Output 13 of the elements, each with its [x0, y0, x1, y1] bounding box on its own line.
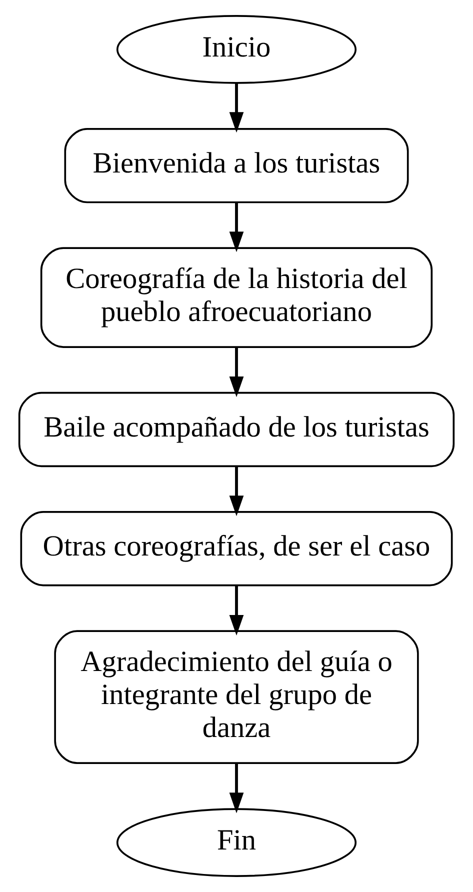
arrow — [229, 763, 244, 814]
arrow — [229, 347, 244, 398]
node-box: Bienvenida a los turistas — [64, 128, 409, 204]
arrow — [229, 466, 244, 516]
node-ellipse: Inicio — [116, 15, 357, 84]
node-box: Agradecimiento del guía o integrante del grupo de danza — [54, 630, 419, 764]
node-ellipse: Fin — [116, 808, 357, 877]
arrow — [229, 202, 244, 252]
node-box: Coreografía de la historia del pueblo afroecuatoriano — [40, 247, 433, 348]
node-box: Baile acompañado de los turistas — [18, 392, 455, 468]
node-box: Otras coreografías, de ser el caso — [20, 511, 453, 586]
arrow — [229, 83, 244, 133]
arrow — [229, 586, 244, 636]
